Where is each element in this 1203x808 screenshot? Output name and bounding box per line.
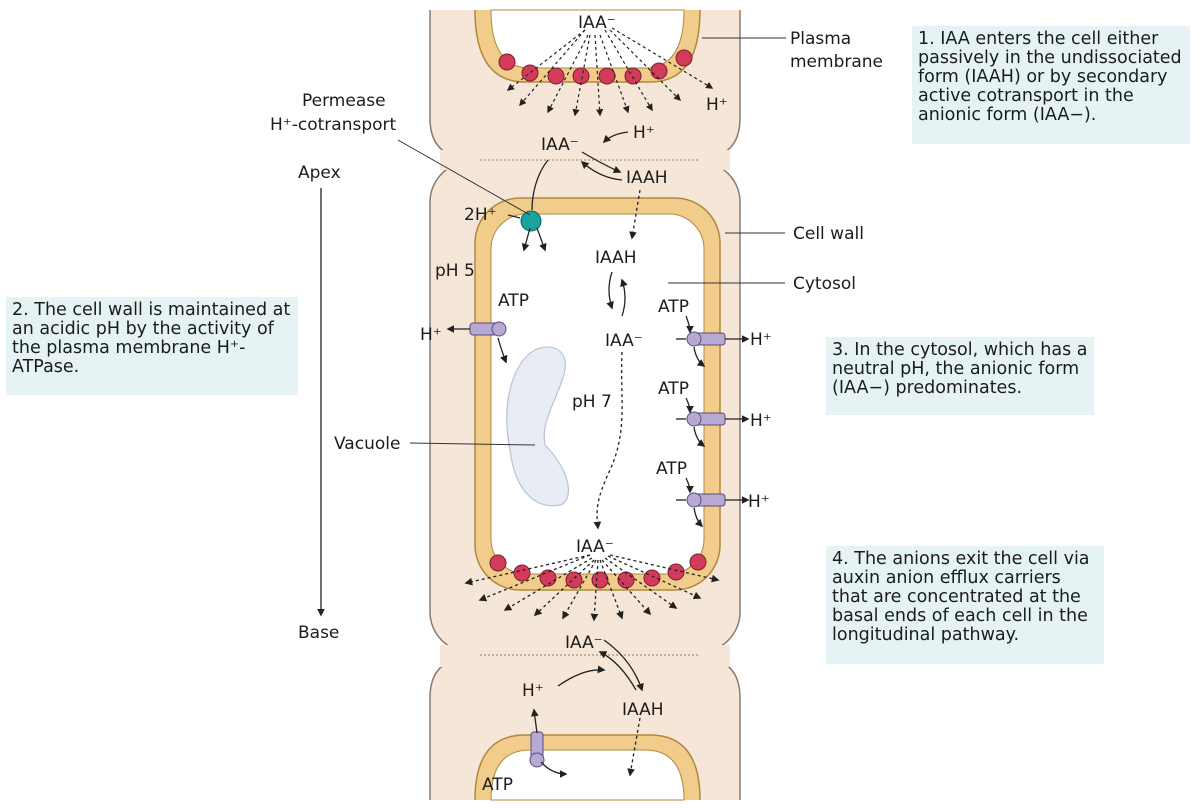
atpase-right-2-icon [687,412,725,426]
label-vacuole: Vacuole [334,434,400,454]
caption-note-3: 3. In the cytosol, which has a neutral p… [826,337,1094,415]
label-h-plus-upper: H⁺ [706,95,728,115]
label-atp-right-1: ATP [658,297,689,317]
label-atp-right-2: ATP [658,379,689,399]
label-iaa-upper: IAA⁻ [578,13,616,33]
label-iaah-junction-top: IAAH [626,168,668,188]
label-iaa-junction-bottom: IAA⁻ [565,633,603,653]
caption-note-1: 1. IAA enters the cell either passively … [912,26,1190,144]
label-h-plus-left: H⁺ [420,325,442,345]
label-iaa-cytosol: IAA⁻ [605,331,643,351]
label-h-plus-right-2: H⁺ [750,411,772,431]
atpase-lower-icon [530,732,544,767]
atpase-left-icon [470,322,506,336]
label-atp-lower: ATP [482,775,513,795]
label-plasma-membrane-2: membrane [790,52,883,72]
label-h-plus-right-3: H⁺ [748,492,770,512]
label-ph5: pH 5 [435,261,475,281]
label-iaa-basal: IAA⁻ [576,537,614,557]
label-permease-1: Permease [302,91,386,111]
label-atp-left: ATP [498,291,529,311]
label-h-plus-junction-top: H⁺ [633,123,655,143]
label-h-plus-right-1: H⁺ [750,330,772,350]
label-apex: Apex [298,163,341,183]
label-base: Base [298,623,339,643]
caption-note-4: 4. The anions exit the cell via auxin an… [826,546,1104,664]
label-iaa-junction-top: IAA⁻ [541,135,579,155]
permease-icon [521,211,541,231]
label-plasma-membrane-1: Plasma [790,29,851,49]
label-cytosol: Cytosol [793,274,856,294]
label-h-plus-lower: H⁺ [522,681,544,701]
label-permease-2: H⁺-cotransport [270,115,397,135]
atpase-right-1-icon [687,332,725,346]
label-2h-plus: 2H⁺ [464,205,497,225]
label-iaah-junction-bottom: IAAH [622,700,664,720]
label-iaah-cytosol: IAAH [595,248,637,268]
atpase-right-3-icon [687,493,725,507]
label-ph7: pH 7 [572,392,612,412]
label-atp-right-3: ATP [656,459,687,479]
caption-note-2: 2. The cell wall is maintained at an aci… [6,297,298,395]
label-cell-wall: Cell wall [793,224,864,244]
